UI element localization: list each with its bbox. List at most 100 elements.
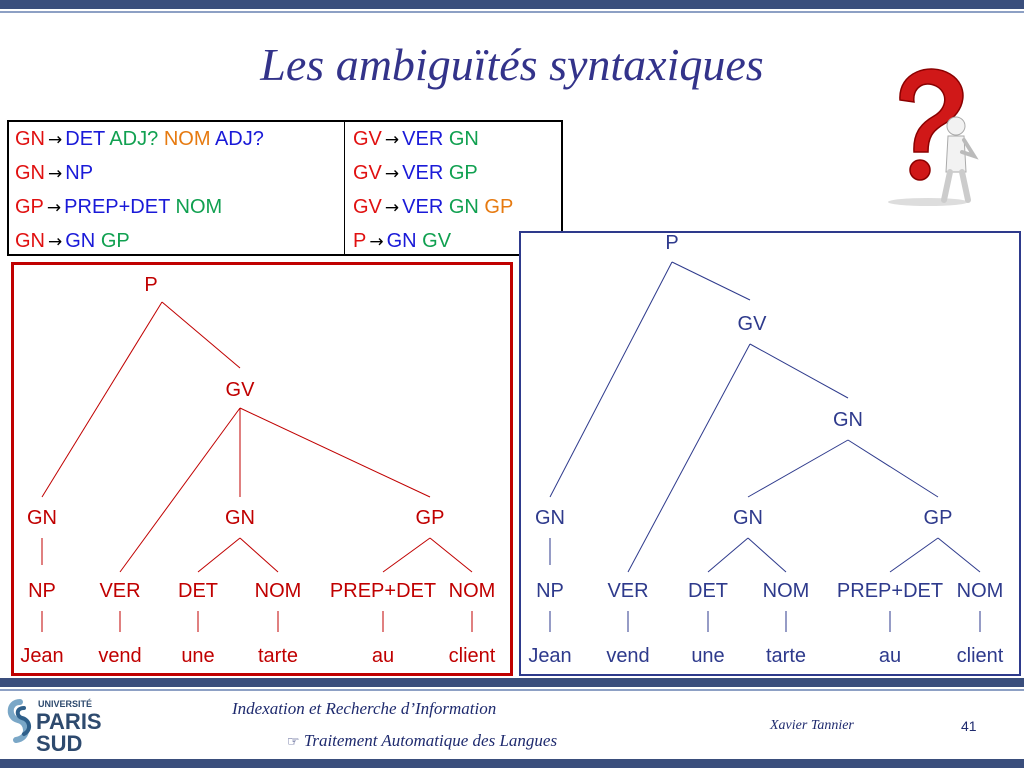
rule-arrow-icon: → [384, 198, 400, 218]
tree-right-word-au: au [879, 645, 901, 667]
tree-right-node-ver: VER [607, 580, 648, 602]
top-bar [0, 0, 1024, 9]
grammar-rule: GP→PREP+DET NOM [15, 195, 222, 220]
tree-right-word-une: une [691, 645, 724, 667]
rules-divider [344, 122, 345, 254]
universite-paris-sud-logo: UNIVERSITÉ PARIS SUD [7, 699, 102, 754]
rule-arrow-icon: → [48, 232, 63, 252]
rule-symbol: NOM [175, 196, 223, 218]
rule-symbol: GV [422, 230, 452, 252]
grammar-rule: GV→VER GP [353, 161, 478, 186]
tree-left-node-gn-object: GN [225, 507, 255, 529]
tree-right-node-gv: GV [738, 313, 768, 335]
rule-symbol: GP [100, 230, 130, 252]
parse-tree-left-frame [11, 262, 513, 676]
tree-right-node-prepdet: PREP+DET [837, 580, 943, 602]
rule-symbol: ADJ? [109, 128, 159, 150]
rule-arrow-icon: → [384, 130, 400, 150]
tree-right-labels: P GV GN GN GN GP NP VER DET NOM PREP+DET… [528, 232, 1003, 667]
rule-symbol: PREP+DET [64, 196, 170, 218]
tree-right-node-nom: NOM [763, 580, 810, 602]
rule-symbol: NP [65, 162, 94, 184]
rule-symbol: NOM [163, 128, 211, 150]
rule-symbol: GV [353, 162, 382, 184]
rule-symbol: GN [65, 230, 96, 252]
grammar-rule: GV→VER GN [353, 127, 479, 152]
rule-symbol: ADJ? [214, 128, 264, 150]
tree-left-word-au: au [372, 645, 394, 667]
tree-right-word-vend: vend [606, 645, 649, 667]
rule-symbol: DET [65, 128, 105, 150]
tree-right-node-np: NP [536, 580, 564, 602]
tree-left-node-p: P [144, 274, 157, 296]
logo-line1: UNIVERSITÉ [38, 699, 92, 709]
tree-left-labels: P GV GN GN GP NP VER DET NOM PREP+DET NO… [20, 274, 495, 667]
rule-symbol: GN [15, 128, 45, 150]
rule-symbol: GV [353, 128, 382, 150]
tree-left-word-une: une [181, 645, 214, 667]
tree-right-word-jean: Jean [528, 645, 571, 667]
tree-right-word-client: client [957, 645, 1004, 667]
tree-left-word-client: client [449, 645, 496, 667]
bottom-bar [0, 678, 1024, 687]
footer-subtitle-text: Traitement Automatique des Langues [303, 731, 558, 750]
rule-symbol: GP [448, 162, 478, 184]
tree-right-node-gn-subject: GN [535, 507, 565, 529]
rule-symbol: GN [448, 196, 479, 218]
rule-symbol: GV [353, 196, 382, 218]
tree-right-node-p: P [665, 232, 678, 254]
tree-right-node-nom2: NOM [957, 580, 1004, 602]
slide-title: Les ambiguïtés syntaxiques [260, 39, 764, 90]
rule-arrow-icon: → [384, 164, 400, 184]
tree-left-node-np: NP [28, 580, 56, 602]
tree-left-word-jean: Jean [20, 645, 63, 667]
page-number: 41 [961, 718, 977, 734]
footer-subtitle: ☞ Traitement Automatique des Langues [287, 731, 557, 751]
rule-symbol: GN [386, 230, 417, 252]
grammar-rule: GN→NP [15, 161, 93, 186]
tree-right-node-gn-object: GN [733, 507, 763, 529]
bottom-bar-lower [0, 759, 1024, 768]
footer-course-title: Indexation et Recherche d’Information [232, 699, 497, 718]
hand-pointing-icon: ☞ [287, 734, 300, 750]
rule-symbol: VER [402, 196, 444, 218]
tree-left-node-gn-subject: GN [27, 507, 57, 529]
footer-author: Xavier Tannier [770, 718, 854, 733]
logo-line2: PARIS [36, 709, 102, 734]
tree-left-node-gp: GP [416, 507, 445, 529]
tree-left-node-det: DET [178, 580, 218, 602]
grammar-rule: GV→VER GN GP [353, 195, 513, 220]
rule-arrow-icon: → [48, 130, 63, 150]
tree-left-node-nom2: NOM [449, 580, 496, 602]
tree-left-word-vend: vend [98, 645, 141, 667]
grammar-rule: GN→GN GP [15, 229, 130, 254]
tree-left-node-ver: VER [99, 580, 140, 602]
tree-right-node-gn-top: GN [833, 409, 863, 431]
top-bar-accent [0, 11, 1024, 13]
tree-right-node-gp: GP [924, 507, 953, 529]
tree-left-edges [41, 301, 473, 632]
question-mark-figure-icon [888, 68, 979, 206]
rule-symbol: GP [15, 196, 44, 218]
rule-arrow-icon: → [369, 232, 384, 252]
bottom-bar-accent [0, 689, 1024, 691]
grammar-rule: P→GN GV [353, 229, 451, 254]
tree-left-word-tarte: tarte [258, 645, 298, 667]
grammar-rule: GN→DET ADJ? NOM ADJ? [15, 127, 264, 152]
rule-symbol: GN [15, 162, 45, 184]
tree-left-node-gv: GV [226, 379, 256, 401]
rule-symbol: P [353, 230, 367, 252]
tree-left-node-prepdet: PREP+DET [330, 580, 436, 602]
tree-right-edges [549, 261, 981, 632]
rule-symbol: GP [484, 196, 514, 218]
tree-right-word-tarte: tarte [766, 645, 806, 667]
tree-right-node-det: DET [688, 580, 728, 602]
tree-left-node-nom: NOM [255, 580, 302, 602]
rule-symbol: VER [402, 128, 444, 150]
rule-symbol: VER [402, 162, 444, 184]
rule-symbol: GN [448, 128, 479, 150]
rule-arrow-icon: → [48, 164, 63, 184]
rule-symbol: GN [15, 230, 45, 252]
